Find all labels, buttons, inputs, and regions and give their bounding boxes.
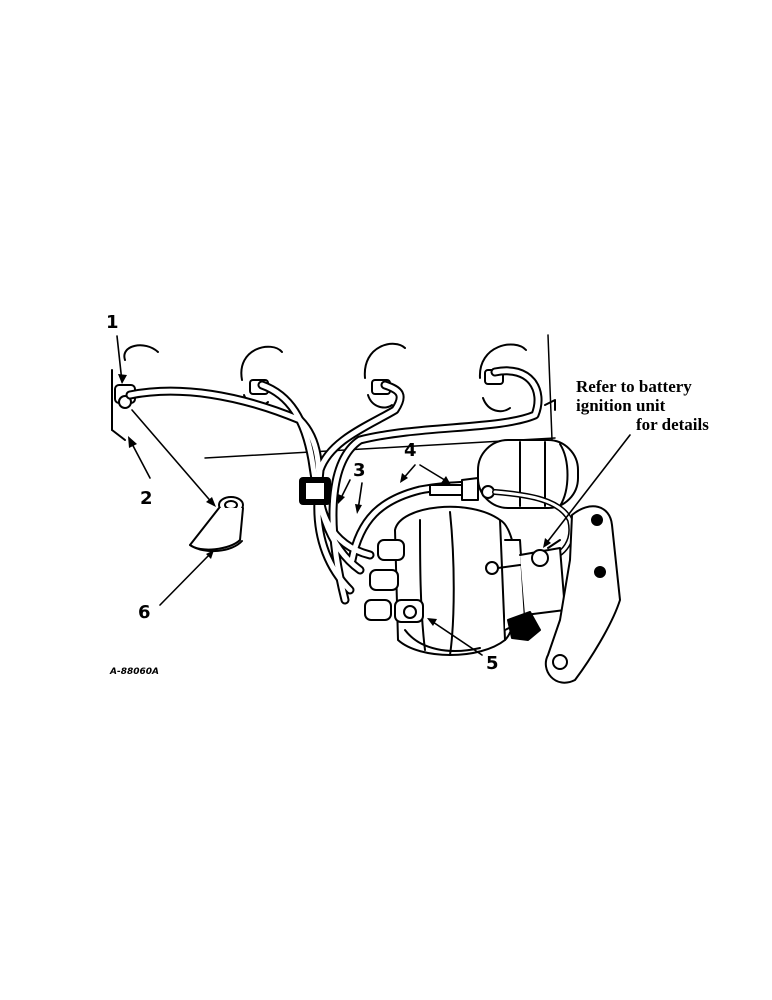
plug-well-3 xyxy=(363,342,406,379)
callout-6: 6 xyxy=(138,602,151,623)
leader-5 xyxy=(429,619,483,656)
ignition-cables xyxy=(125,366,543,605)
ignition-coil xyxy=(429,439,579,563)
note-line-2: ignition unit xyxy=(576,396,666,415)
mounting-flange xyxy=(507,505,621,684)
leader-note xyxy=(544,434,631,546)
note-line-3: for details xyxy=(636,415,709,434)
leader-2b xyxy=(131,409,215,506)
figure-id: A-88060A xyxy=(110,667,159,677)
callout-4: 4 xyxy=(404,440,417,461)
callout-1: 1 xyxy=(106,312,119,333)
distributor xyxy=(394,505,566,656)
plug-well-4 xyxy=(478,343,527,379)
leader-lines xyxy=(116,335,631,656)
leader-1 xyxy=(116,335,123,383)
leader-6 xyxy=(159,551,213,606)
leader-2 xyxy=(129,439,151,479)
callout-5: 5 xyxy=(486,653,499,674)
distributor-cap-towers xyxy=(364,539,481,652)
plug-well-2 xyxy=(240,345,283,381)
callout-2: 2 xyxy=(140,488,153,509)
note-line-1: Refer to battery xyxy=(576,377,692,396)
leader-4b xyxy=(419,464,449,483)
cable-bracket xyxy=(299,477,331,505)
callout-3: 3 xyxy=(353,460,366,481)
spark-plug-wells xyxy=(123,342,527,413)
leader-arrowheads xyxy=(118,374,551,626)
rubber-boot xyxy=(189,496,244,553)
